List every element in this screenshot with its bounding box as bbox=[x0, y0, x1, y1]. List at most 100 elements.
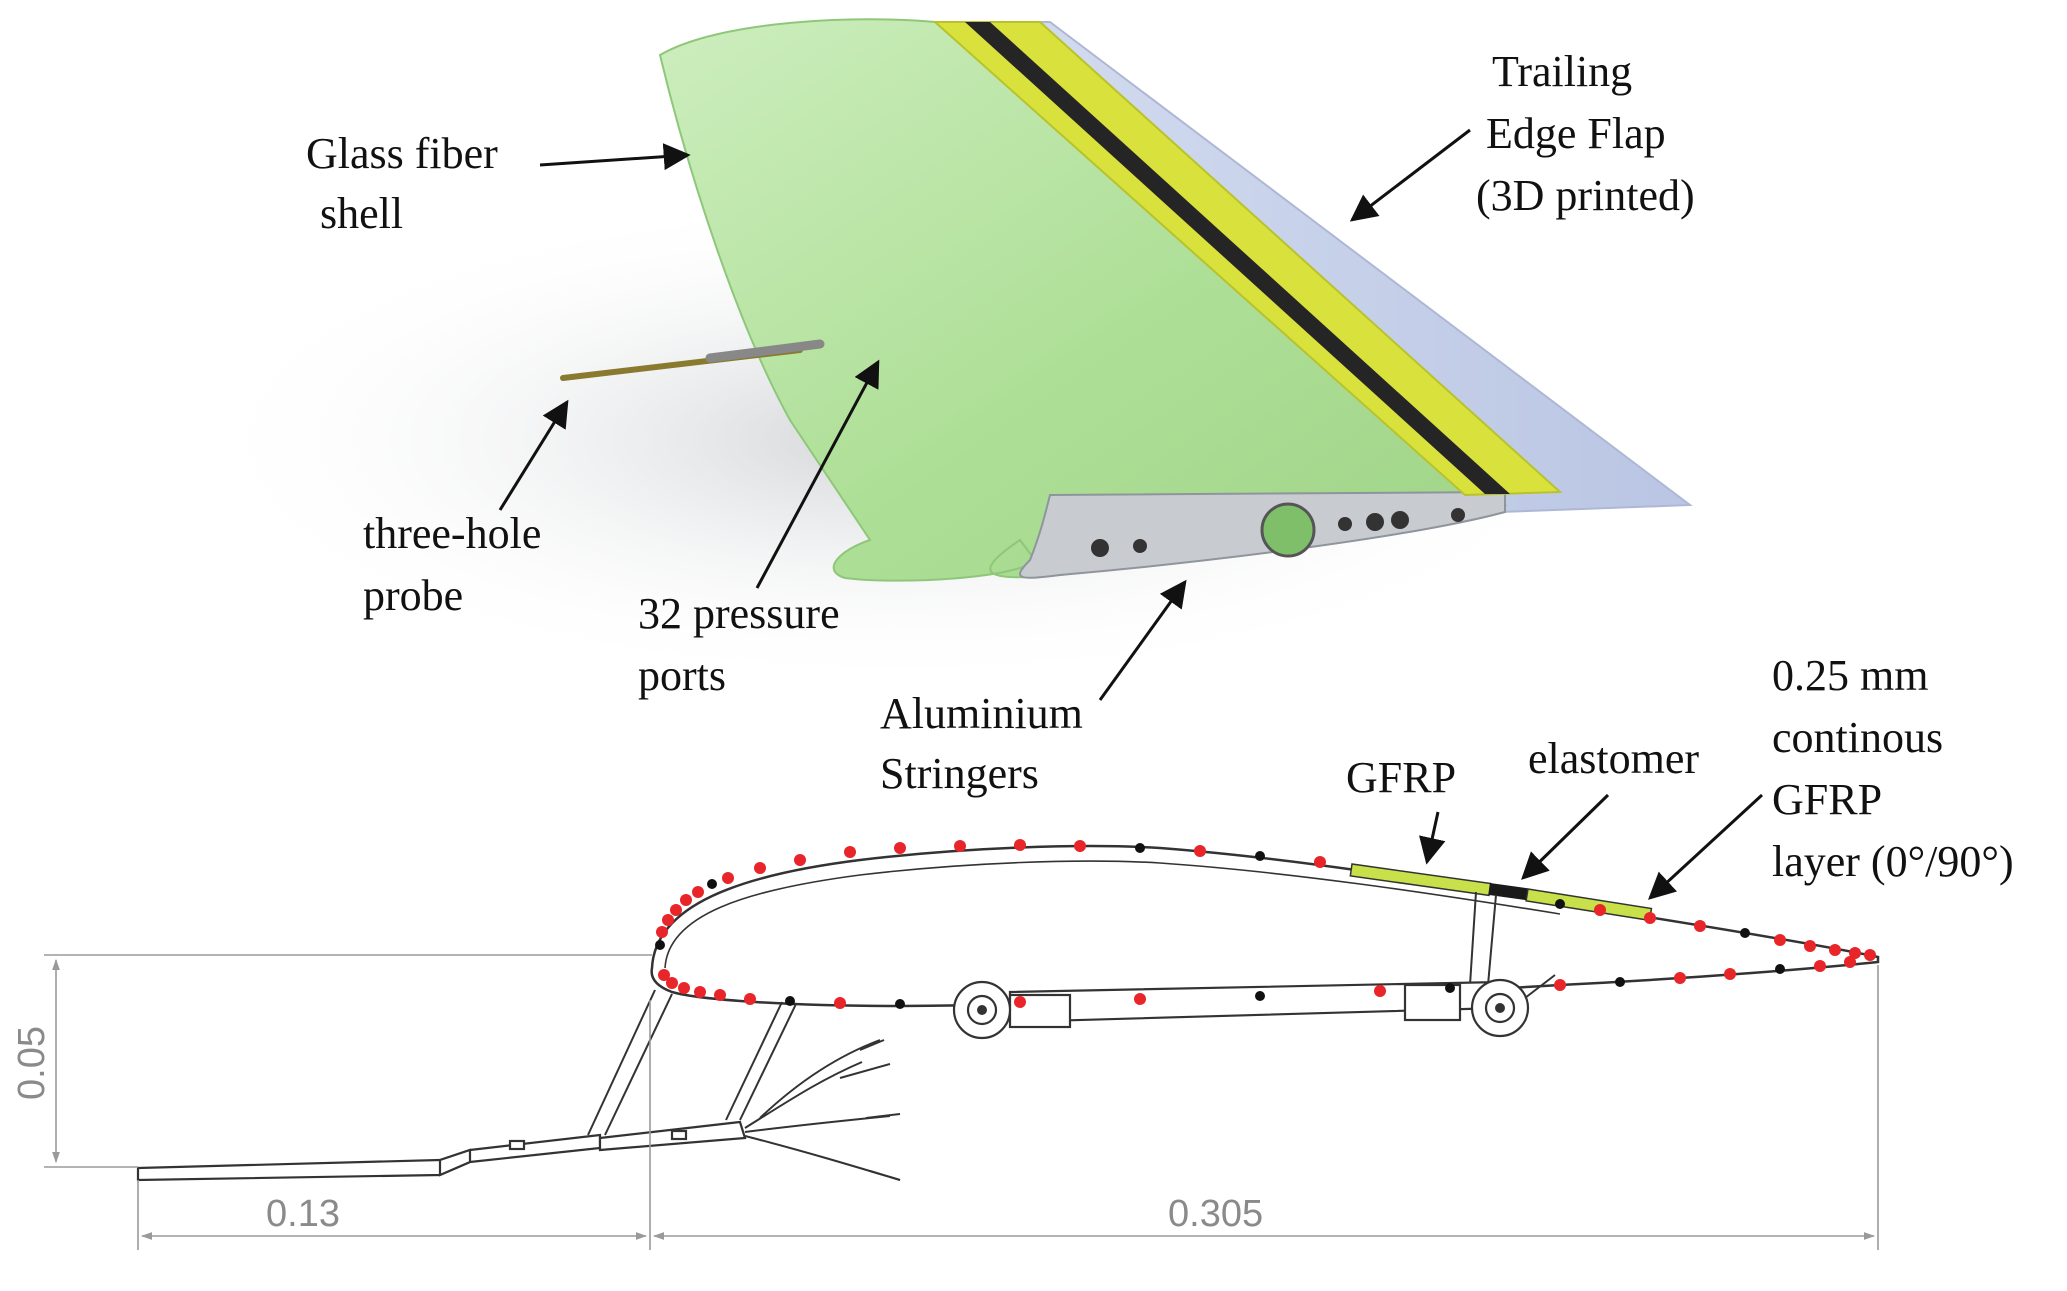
bracket bbox=[1524, 974, 1556, 999]
rib-hole bbox=[1391, 511, 1409, 529]
black-port-marker bbox=[1775, 964, 1785, 974]
gfrp-strip bbox=[1349, 863, 1492, 897]
pressure-ports bbox=[655, 839, 1876, 1009]
top-annotations: Glass fiber shell Trailing Edge Flap (3D… bbox=[306, 47, 1695, 798]
stringers-label: Stringers bbox=[880, 749, 1039, 798]
probe-label: probe bbox=[363, 571, 463, 620]
linkage-block bbox=[1008, 993, 1072, 1029]
layer-arrow bbox=[1648, 793, 1764, 900]
rib-hole bbox=[1260, 502, 1316, 558]
pressure-tube bbox=[759, 1039, 881, 1119]
gfrp-arrow bbox=[1419, 811, 1446, 865]
glass-fiber-label: shell bbox=[320, 189, 403, 238]
black-port-marker bbox=[1445, 983, 1455, 993]
height-dimension-label: 0.05 bbox=[11, 1026, 53, 1100]
pressure-port-marker bbox=[954, 840, 966, 852]
pressure-port-marker bbox=[794, 854, 806, 866]
rib-hole bbox=[1133, 539, 1147, 553]
hinge-strut bbox=[1487, 894, 1497, 986]
pressure-port-marker bbox=[694, 986, 706, 998]
gfrp-label: GFRP bbox=[1346, 753, 1456, 802]
pressure-port-marker bbox=[1374, 985, 1386, 997]
layer-label: GFRP bbox=[1772, 775, 1882, 824]
probe-cone bbox=[438, 1148, 472, 1177]
pressure-port-marker bbox=[1864, 949, 1876, 961]
pressure-port-marker bbox=[714, 989, 726, 1001]
probe-arrow bbox=[498, 399, 569, 511]
probe-fitting bbox=[670, 1129, 688, 1141]
wing-render bbox=[180, 18, 1693, 690]
bottom-annotations: GFRP elastomer 0.25 mm continous GFRP la… bbox=[1346, 651, 2014, 900]
pressure-port-marker bbox=[662, 914, 674, 926]
trailing-edge-label: Trailing bbox=[1492, 47, 1632, 96]
dimension-lines: 0.05 0.13 0.305 bbox=[11, 954, 1879, 1250]
layer-label: 0.25 mm bbox=[1772, 651, 1928, 700]
pressure-port-marker bbox=[1774, 934, 1786, 946]
pulley-axle bbox=[1495, 1003, 1505, 1013]
tube-end bbox=[869, 1170, 901, 1181]
elastomer-stripe bbox=[965, 22, 1510, 494]
elastomer-label: elastomer bbox=[1528, 734, 1699, 783]
pressure-port-marker bbox=[1074, 840, 1086, 852]
pressure-port-marker bbox=[678, 982, 690, 994]
airfoil-inner-skin bbox=[664, 860, 1561, 969]
pressure-port-marker bbox=[1724, 968, 1736, 980]
probe-strut bbox=[587, 989, 656, 1136]
pressure-port-marker bbox=[1594, 904, 1606, 916]
pressure-port-marker bbox=[744, 993, 756, 1005]
section-drawing bbox=[136, 839, 1880, 1182]
trailing-edge-label: Edge Flap bbox=[1486, 109, 1666, 158]
elastomer-arrow bbox=[1521, 793, 1610, 880]
pressure-port-marker bbox=[666, 977, 678, 989]
rib-hole bbox=[1338, 517, 1352, 531]
stringers-label: Aluminium bbox=[880, 689, 1083, 738]
probe-sleeve bbox=[705, 339, 825, 363]
probe-label: three-hole bbox=[363, 509, 541, 558]
pressure-port-marker bbox=[894, 842, 906, 854]
glass-fiber-label: Glass fiber bbox=[306, 129, 498, 178]
black-port-marker bbox=[1255, 991, 1265, 1001]
rib-hole bbox=[1091, 539, 1109, 557]
pressure-port-marker bbox=[692, 886, 704, 898]
rib-hole bbox=[1451, 508, 1465, 522]
pressure-ports-label: 32 pressure bbox=[638, 589, 840, 638]
pressure-ports-arrow bbox=[755, 359, 880, 589]
gfrp-strip bbox=[1525, 888, 1653, 922]
pressure-port-marker bbox=[1849, 947, 1861, 959]
probe-strut bbox=[604, 993, 673, 1136]
probe-strut bbox=[739, 1003, 797, 1121]
pressure-port-marker bbox=[1014, 839, 1026, 851]
pressure-port-marker bbox=[656, 926, 668, 938]
black-port-marker bbox=[707, 879, 717, 889]
layer-label: continous bbox=[1772, 713, 1943, 762]
glass-fiber-arrow bbox=[539, 143, 691, 171]
pressure-port-marker bbox=[1194, 845, 1206, 857]
trailing-edge-arrow bbox=[1349, 128, 1471, 222]
pressure-port-marker bbox=[658, 969, 670, 981]
trailing-edge-label: (3D printed) bbox=[1476, 171, 1695, 220]
pressure-port-marker bbox=[1014, 996, 1026, 1008]
pressure-port-marker bbox=[844, 846, 856, 858]
pressure-tube bbox=[744, 1061, 863, 1129]
pressure-port-marker bbox=[1804, 940, 1816, 952]
tube-end bbox=[839, 1063, 891, 1079]
pressure-port-marker bbox=[670, 904, 682, 916]
pressure-port-marker bbox=[680, 894, 692, 906]
pressure-port-marker bbox=[1644, 912, 1656, 924]
pressure-port-marker bbox=[1694, 920, 1706, 932]
tube-end bbox=[859, 1039, 885, 1051]
elastomer-strip bbox=[1488, 883, 1530, 901]
pressure-port-marker bbox=[1844, 956, 1856, 968]
black-port-marker bbox=[895, 999, 905, 1009]
chord-length-label: 0.305 bbox=[1168, 1193, 1263, 1235]
rib-hole bbox=[1366, 513, 1384, 531]
pressure-port-marker bbox=[1814, 960, 1826, 972]
stringers-arrow bbox=[1098, 579, 1187, 701]
black-port-marker bbox=[655, 940, 665, 950]
pressure-port-marker bbox=[1674, 972, 1686, 984]
pressure-port-marker bbox=[722, 872, 734, 884]
pulley-axle bbox=[977, 1005, 987, 1015]
black-port-marker bbox=[785, 996, 795, 1006]
probe-length-label: 0.13 bbox=[266, 1193, 340, 1235]
black-port-marker bbox=[1615, 977, 1625, 987]
